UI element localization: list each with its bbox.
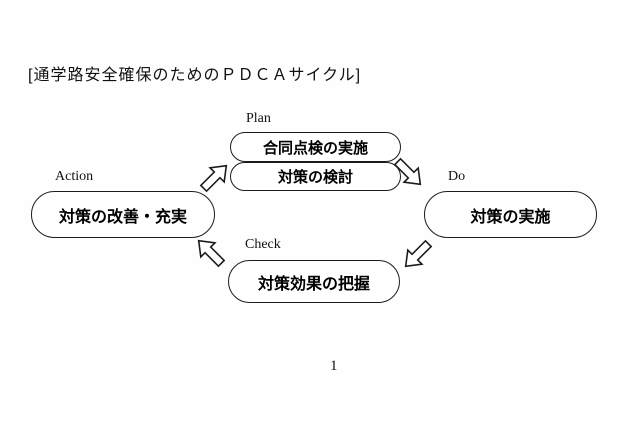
arrow-do-to-check-icon — [404, 239, 433, 268]
node-label: 対策の検討 — [277, 169, 353, 186]
arrow-plan-to-do-icon — [393, 157, 422, 186]
page-number: 1 — [330, 358, 338, 374]
stage-label-action: Action — [55, 169, 94, 184]
arrow-check-to-action-icon — [197, 239, 226, 268]
stage-label-plan: Plan — [246, 111, 271, 126]
stage-label-do: Do — [448, 169, 466, 184]
node-do-implement-measures: 対策の実施 — [424, 191, 597, 238]
stage-label-check: Check — [245, 237, 281, 252]
arrow-action-to-plan-icon — [199, 164, 228, 193]
node-label: 合同点検の実施 — [262, 139, 368, 157]
diagram-title: [通学路安全確保のためのＰＤＣＡサイクル] — [28, 67, 362, 84]
node-label: 対策の実施 — [470, 208, 551, 226]
node-check-grasp-effects: 対策効果の把握 — [228, 260, 400, 303]
node-plan-joint-inspection: 合同点検の実施 — [230, 132, 401, 162]
node-label: 対策の改善・充実 — [58, 208, 187, 226]
node-action-improve-measures: 対策の改善・充実 — [31, 191, 215, 238]
node-plan-consider-measures: 対策の検討 — [230, 162, 401, 191]
node-label: 対策効果の把握 — [257, 275, 370, 293]
